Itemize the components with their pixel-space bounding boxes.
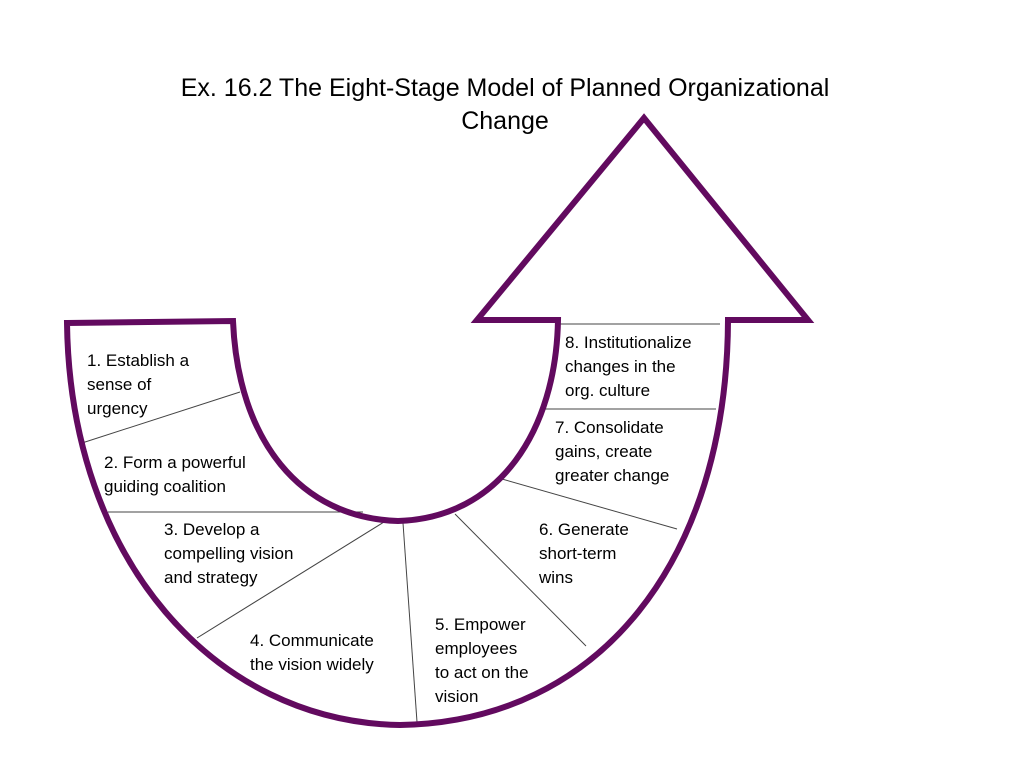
stage-6-line: 6. Generate	[539, 520, 629, 539]
stage-8-line: changes in the	[565, 357, 676, 376]
stage-6-line: short-term	[539, 544, 617, 563]
stage-7-line: 7. Consolidate	[555, 418, 664, 437]
stage-2: 2. Form a powerful guiding coalition	[104, 451, 246, 499]
stage-5-line: vision	[435, 687, 479, 706]
stage-3-line: and strategy	[164, 568, 258, 587]
stage-2-line: 2. Form a powerful	[104, 453, 246, 472]
stage-3: 3. Develop a compelling vision and strat…	[164, 518, 293, 590]
stage-3-line: 3. Develop a	[164, 520, 260, 539]
divider-6-7	[501, 478, 678, 530]
u-arrow-outline	[63, 113, 815, 729]
stage-1-line: 1. Establish a	[87, 351, 190, 370]
stage-7-line: gains, create	[555, 442, 653, 461]
title-line-2: Change	[461, 107, 549, 135]
stage-7-line: greater change	[555, 466, 670, 485]
stage-3-line: compelling vision	[164, 544, 294, 563]
stage-1-line: sense of	[87, 375, 152, 394]
page-title: Ex. 16.2 The Eight-Stage Model of Planne…	[0, 72, 1010, 138]
divider-3-4	[196, 521, 385, 639]
stage-4-line: 4. Communicate	[250, 631, 374, 650]
stage-8-line: 8. Institutionalize	[565, 333, 692, 352]
divider-4-5	[402, 522, 418, 723]
stage-4: 4. Communicate the vision widely	[250, 629, 374, 677]
stage-5: 5. Empower employees to act on the visio…	[435, 613, 529, 709]
stage-6: 6. Generate short-term wins	[539, 518, 629, 590]
stage-4-line: the vision widely	[250, 655, 374, 674]
stage-6-line: wins	[539, 568, 574, 587]
stage-1: 1. Establish a sense of urgency	[87, 349, 189, 421]
divider-5-6	[454, 513, 587, 647]
stage-5-line: 5. Empower	[435, 615, 526, 634]
title-line-1: Ex. 16.2 The Eight-Stage Model of Planne…	[180, 74, 830, 102]
stage-8-line: org. culture	[565, 381, 651, 400]
stage-dividers	[81, 323, 720, 723]
stage-5-line: employees	[435, 639, 518, 658]
stage-2-line: guiding coalition	[104, 477, 226, 496]
stage-7: 7. Consolidate gains, create greater cha…	[555, 416, 669, 488]
stage-8: 8. Institutionalize changes in the org. …	[565, 331, 692, 403]
stage-5-line: to act on the	[435, 663, 529, 682]
stage-1-line: urgency	[87, 399, 148, 418]
divider-1-2	[81, 391, 241, 444]
